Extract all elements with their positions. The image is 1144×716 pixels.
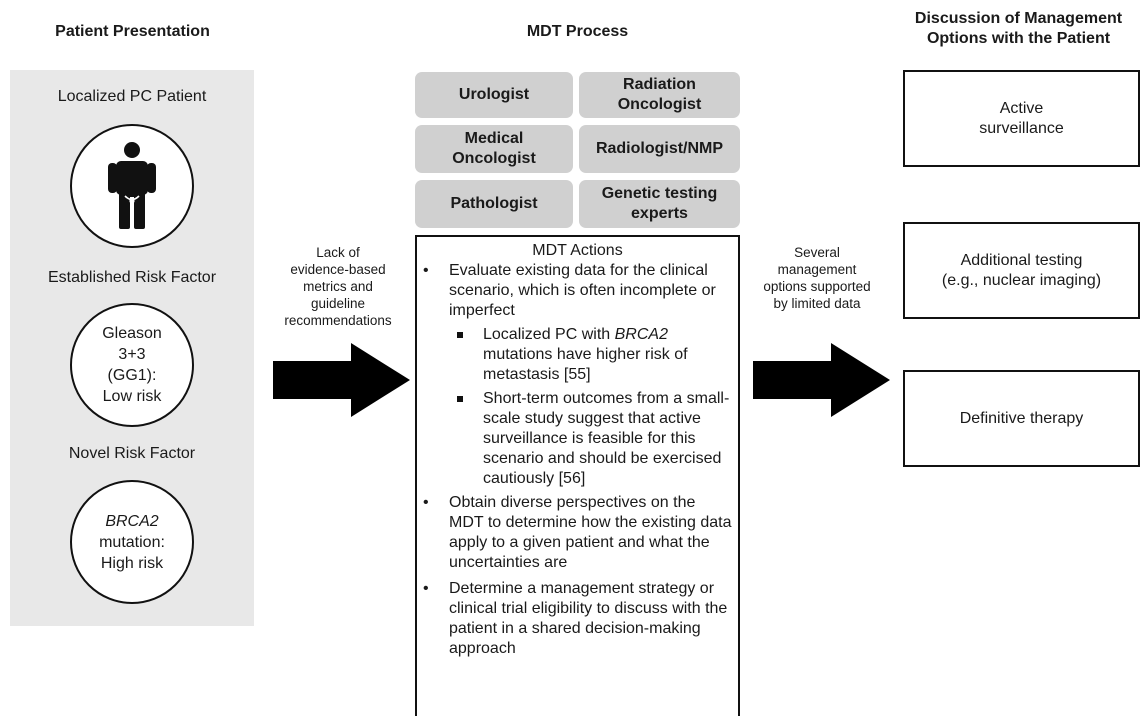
right-arrow-note: Several management options supported by … [763,245,871,311]
mdt-actions-title: MDT Actions [532,242,623,259]
brca2-gene-label: BRCA2 [105,512,159,530]
action-evaluate-data: Evaluate existing data for the clinical … [449,262,716,319]
brca2-risk-text: BRCA2 mutation: High risk [99,490,165,595]
sub1-gene: BRCA2 [614,326,668,343]
list-item: Short-term outcomes from a small-scale s… [457,389,732,489]
header-mdt-process: MDT Process [526,23,629,40]
option-active-surveillance: Active surveillance [903,70,1140,167]
sub1-text-post: mutations have higher risk of metastasis… [483,346,688,383]
option-definitive-therapy: Definitive therapy [903,370,1140,467]
arrow-right-icon [753,343,890,417]
patient-circle [70,124,194,248]
list-item: Obtain diverse perspectives on the MDT t… [423,493,732,573]
brca2-risk-circle: BRCA2 mutation: High risk [70,480,194,604]
role-pathologist: Pathologist [415,180,573,228]
label-established-risk-factor: Established Risk Factor [47,269,217,286]
left-arrow-note: Lack of evidence-based metrics and guide… [284,245,392,328]
option-additional-testing: Additional testing (e.g., nuclear imagin… [903,222,1140,319]
role-radiologist-nmp: Radiologist/NMP [579,125,740,173]
label-novel-risk-factor: Novel Risk Factor [68,445,196,462]
action-management-strategy: Determine a management strategy or clini… [449,580,728,657]
action-diverse-perspectives: Obtain diverse perspectives on the MDT t… [449,494,732,571]
sub2-text: Short-term outcomes from a small-scale s… [483,390,730,487]
mdt-actions-box: MDT Actions Evaluate existing data for t… [415,235,740,716]
gleason-risk-text: Gleason 3+3 (GG1): Low risk [102,325,162,405]
brca2-risk-label: mutation: High risk [99,533,165,572]
sub1-text-pre: Localized PC with [483,326,615,343]
role-genetic-testing-experts: Genetic testing experts [579,180,740,228]
arrow-right-icon [273,343,410,417]
mdt-actions-list: Evaluate existing data for the clinical … [417,261,738,659]
evaluate-sublist: Localized PC with BRCA2 mutations have h… [449,325,732,489]
role-medical-oncologist: Medical Oncologist [415,125,573,173]
list-item: Evaluate existing data for the clinical … [423,261,732,489]
header-discussion-options: Discussion of Management Options with th… [914,10,1123,47]
role-radiation-oncologist: Radiation Oncologist [579,72,740,118]
person-icon [108,142,156,229]
label-localized-pc-patient: Localized PC Patient [57,88,207,105]
list-item: Localized PC with BRCA2 mutations have h… [457,325,732,385]
gleason-risk-circle: Gleason 3+3 (GG1): Low risk [70,303,194,427]
header-patient-presentation: Patient Presentation [55,23,210,40]
list-item: Determine a management strategy or clini… [423,579,732,659]
role-urologist: Urologist [415,72,573,118]
